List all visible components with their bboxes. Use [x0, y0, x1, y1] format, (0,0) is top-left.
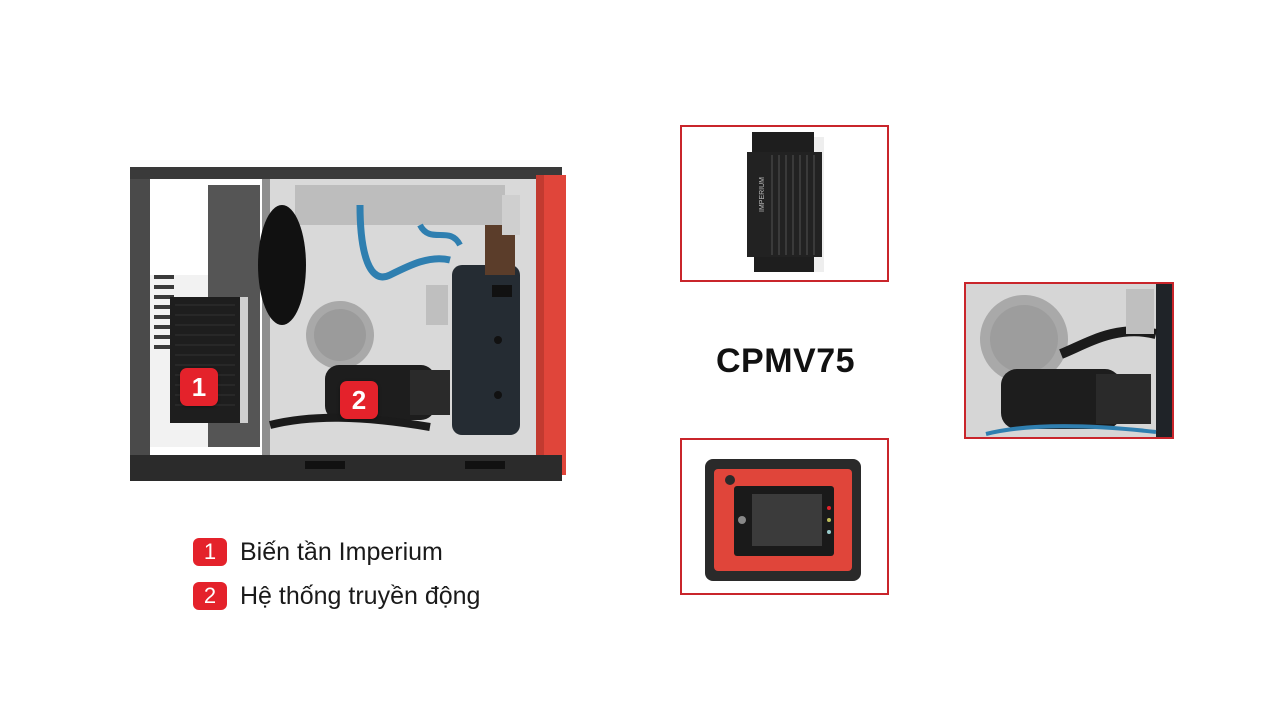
compressor-cutaway-image: [130, 165, 566, 483]
component-badge-1: 1: [180, 368, 218, 406]
inverter-brand-text: IMPERIUM: [759, 177, 766, 212]
inverter-image: IMPERIUM: [747, 132, 824, 272]
legend-number-1: 1: [193, 538, 227, 566]
legend-label-2: Hệ thống truyền động: [240, 581, 481, 610]
legend-number-2: 2: [193, 582, 227, 610]
compressor-illustration: [130, 167, 566, 481]
legend-item-2: 2 Hệ thống truyền động: [193, 580, 480, 612]
model-name: CPMV75: [716, 342, 856, 380]
component-badge-2: 2: [340, 381, 378, 419]
legend-label-1: Biến tần Imperium: [240, 537, 443, 566]
controller-image: [705, 459, 861, 581]
legend-item-1: 1 Biến tần Imperium: [193, 536, 443, 568]
inverter-detail-frame: IMPERIUM: [680, 125, 889, 282]
controller-detail-frame: [680, 438, 889, 595]
airend-image: [966, 284, 1172, 437]
airend-detail-frame: [964, 282, 1174, 439]
